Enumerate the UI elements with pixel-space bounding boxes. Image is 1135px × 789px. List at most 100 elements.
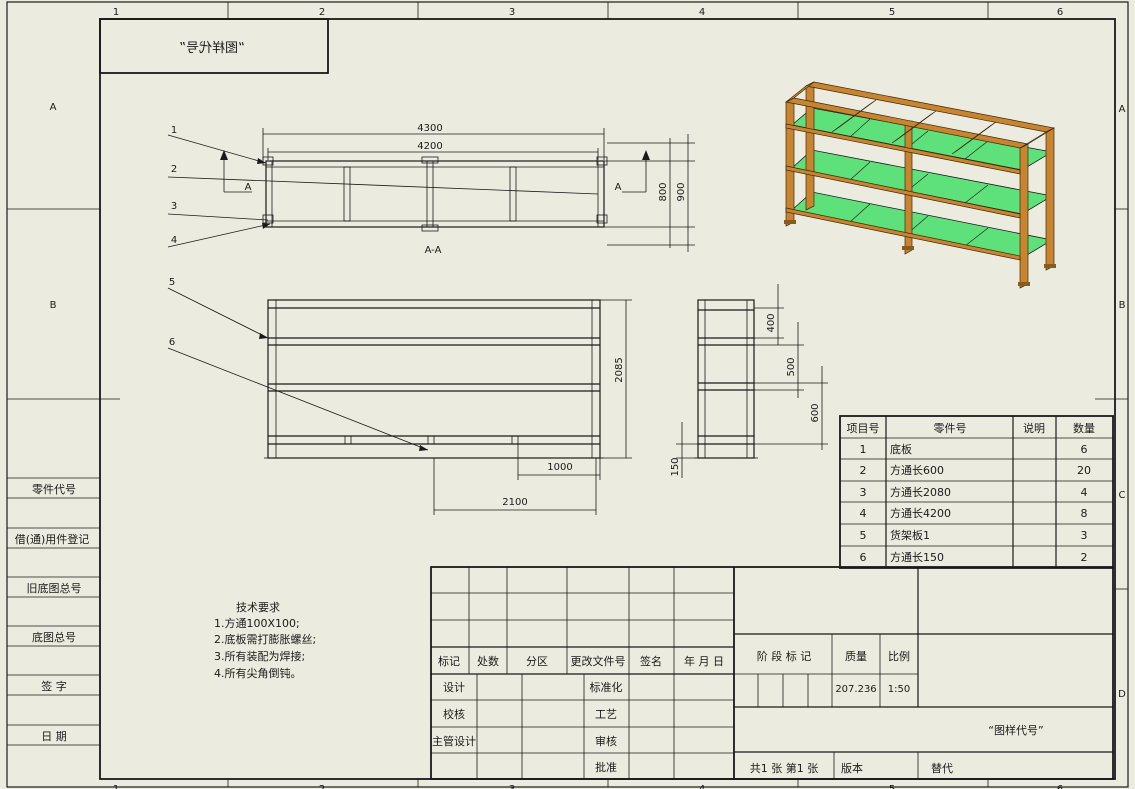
zone-top-2: 2 bbox=[319, 7, 325, 18]
mirrored-title-text: “图样代号” bbox=[179, 41, 244, 56]
stage-mark-label: 阶 段 标 记 bbox=[757, 649, 812, 663]
front-view-labels: 2085 1000 2100 5 6 bbox=[169, 277, 625, 508]
bom-header-quantity: 数量 bbox=[1073, 422, 1095, 435]
approval-approve: 批准 bbox=[595, 760, 617, 774]
zone-top-1: 1 bbox=[113, 7, 119, 18]
bom-row-1-qty: 6 bbox=[1081, 443, 1088, 456]
side-old-drawing-no: 旧底图总号 bbox=[27, 581, 82, 595]
dim-overall-length: 4300 bbox=[417, 123, 442, 134]
bom-row-4-qty: 8 bbox=[1081, 507, 1088, 520]
zone-left-a: A bbox=[50, 102, 57, 113]
side-drawing-no: 底图总号 bbox=[32, 630, 76, 644]
tech-notes-title: 技术要求 bbox=[236, 601, 280, 614]
bom-row-3-no: 3 bbox=[860, 486, 867, 499]
zone-right-b: B bbox=[1119, 300, 1126, 311]
zone-bottom-3: 3 bbox=[509, 784, 515, 789]
rev-header-signature: 签名 bbox=[640, 654, 662, 668]
role-chief-designer: 主管设计 bbox=[432, 734, 476, 748]
zone-labels: 1 2 3 4 5 6 1 2 3 4 5 6 A B A B C D bbox=[50, 7, 1127, 789]
side-table: 零件代号 借(通)用件登记 旧底图总号 底图总号 签 字 日 期 bbox=[7, 477, 100, 746]
dim-top-gap: 400 bbox=[766, 313, 777, 332]
section-marker-left: A bbox=[245, 182, 252, 193]
bom-row-6-qty: 2 bbox=[1081, 551, 1088, 564]
dim-bay-width: 1000 bbox=[547, 462, 572, 473]
bom-row-1-part: 底板 bbox=[890, 442, 912, 456]
zone-bottom-5: 5 bbox=[889, 784, 895, 789]
balloon-6: 6 bbox=[169, 337, 175, 348]
bom-row-3-qty: 4 bbox=[1081, 486, 1088, 499]
bom-row-2-qty: 20 bbox=[1077, 464, 1091, 477]
zone-right-d: D bbox=[1118, 689, 1126, 700]
zone-right-c: C bbox=[1119, 490, 1126, 501]
zone-left-b: B bbox=[50, 300, 57, 311]
rev-header-zone: 分区 bbox=[526, 655, 548, 668]
title-block bbox=[430, 566, 1114, 780]
bom-row-3-part: 方通长2080 bbox=[890, 485, 951, 499]
scale-label: 比例 bbox=[888, 649, 910, 663]
front-view bbox=[167, 287, 632, 515]
bom-header-description: 说明 bbox=[1023, 421, 1045, 435]
rev-header-change-doc: 更改文件号 bbox=[571, 654, 626, 668]
side-date: 日 期 bbox=[41, 730, 67, 743]
mass-label: 质量 bbox=[845, 650, 867, 663]
zone-top-5: 5 bbox=[889, 7, 895, 18]
balloon-4: 4 bbox=[171, 235, 177, 246]
section-view-a-a bbox=[167, 128, 695, 252]
bom-row-1-no: 1 bbox=[860, 443, 867, 456]
bom-table bbox=[839, 415, 1114, 569]
isometric-rack-illustration bbox=[784, 81, 1056, 289]
dim-foot-height: 150 bbox=[670, 457, 681, 476]
balloon-2: 2 bbox=[171, 164, 177, 175]
dim-low-gap: 600 bbox=[810, 403, 821, 422]
rev-header-count: 处数 bbox=[477, 655, 499, 668]
dim-mid-gap: 500 bbox=[786, 357, 797, 376]
sheet-count: 共1 张 第1 张 bbox=[750, 761, 819, 775]
zone-bottom-4: 4 bbox=[699, 784, 705, 789]
section-caption: A-A bbox=[425, 245, 442, 256]
mass-value: 207.236 bbox=[835, 684, 876, 695]
technical-notes: 技术要求 1.方通100X100; 2.底板需打膨胀螺丝; 3.所有装配为焊接;… bbox=[214, 601, 316, 680]
bom-row-6-part: 方通长150 bbox=[890, 550, 944, 564]
zone-top-4: 4 bbox=[699, 7, 705, 18]
section-marker-right: A bbox=[615, 182, 622, 193]
balloon-1: 1 bbox=[171, 125, 177, 136]
scale-value: 1:50 bbox=[888, 684, 910, 695]
bom-row-5-part: 货架板1 bbox=[890, 528, 930, 542]
bom-row-5-no: 5 bbox=[860, 529, 867, 542]
bom-row-4-part: 方通长4200 bbox=[890, 506, 951, 520]
bom-row-2-no: 2 bbox=[860, 464, 867, 477]
replaces-label: 替代 bbox=[931, 761, 953, 775]
drawing-code: “图样代号” bbox=[988, 723, 1043, 737]
side-signature: 签 字 bbox=[41, 679, 67, 693]
tech-note-2: 2.底板需打膨胀螺丝; bbox=[214, 632, 316, 646]
zone-top-3: 3 bbox=[509, 7, 515, 18]
role-designer: 设计 bbox=[443, 681, 465, 694]
sheet-border bbox=[6, 1, 1129, 788]
side-borrowed-register: 借(通)用件登记 bbox=[15, 532, 90, 546]
mirrored-title-box: “图样代号” bbox=[99, 18, 329, 74]
dim-depth-small: 800 bbox=[658, 182, 669, 201]
dim-depth-large: 900 bbox=[676, 182, 687, 201]
bom-row-4-no: 4 bbox=[860, 507, 867, 520]
role-checker: 校核 bbox=[443, 707, 465, 721]
zone-bottom-6: 6 bbox=[1057, 784, 1063, 789]
rev-header-mark: 标记 bbox=[438, 654, 460, 668]
balloon-5: 5 bbox=[169, 277, 175, 288]
dim-total-height: 2085 bbox=[614, 357, 625, 382]
bom-text: 项目号 零件号 说明 数量 1 底板 6 2 方通长600 20 3 方通长20… bbox=[847, 421, 1096, 564]
side-view bbox=[676, 284, 828, 478]
bom-header-item-no: 项目号 bbox=[847, 422, 880, 435]
approval-review: 审核 bbox=[595, 734, 617, 748]
bom-row-2-part: 方通长600 bbox=[890, 463, 944, 477]
tech-note-3: 3.所有装配为焊接; bbox=[214, 649, 305, 663]
balloon-3: 3 bbox=[171, 201, 177, 212]
bom-row-6-no: 6 bbox=[860, 551, 867, 564]
zone-top-6: 6 bbox=[1057, 7, 1063, 18]
approval-standardization: 标准化 bbox=[590, 680, 623, 694]
title-block-text: 标记 处数 分区 更改文件号 签名 年 月 日 设计 校核 主管设计 标准化 工… bbox=[432, 649, 1044, 775]
dim-inner-length: 4200 bbox=[417, 141, 442, 152]
zone-bottom-2: 2 bbox=[319, 784, 325, 789]
tech-note-4: 4.所有尖角倒钝。 bbox=[214, 666, 302, 680]
section-view-labels: 4300 4200 800 900 A A A-A 1 2 3 4 bbox=[171, 123, 687, 256]
bom-row-5-qty: 3 bbox=[1081, 529, 1088, 542]
